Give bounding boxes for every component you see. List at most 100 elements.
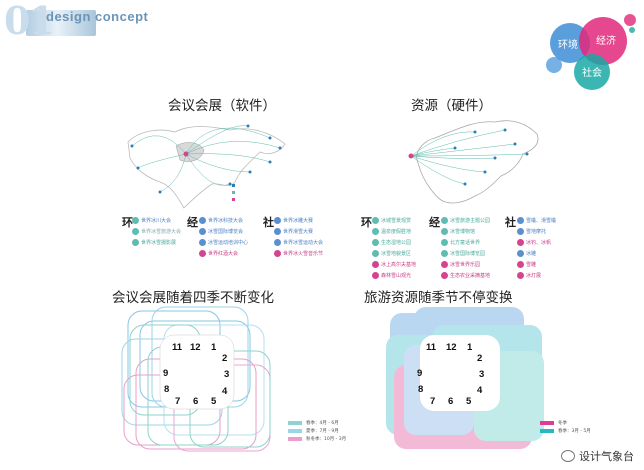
econ-bubble-label: 经济 (596, 36, 616, 47)
coin-icon (441, 250, 448, 257)
clock-number: 7 (430, 396, 436, 407)
legend-swatch (540, 421, 554, 425)
res-soc-item: 雪雕 (517, 261, 536, 268)
soc-bubble (574, 54, 610, 90)
conference-title: 会议会展（软件） (168, 98, 276, 114)
econ-bubble (579, 17, 627, 65)
coin-icon (441, 217, 448, 224)
watermark: 设计气象台 (561, 448, 634, 464)
people-icon (274, 239, 281, 246)
small-bubble-3 (629, 27, 635, 33)
legend-swatch (540, 429, 554, 433)
clock-number: 6 (448, 396, 454, 407)
res-econ-item: 冰雪博物馆 (441, 228, 475, 235)
leaf-icon (132, 239, 139, 246)
legend-swatch (288, 429, 302, 433)
clock-number: 11 (426, 342, 437, 353)
clock-number: 8 (418, 384, 424, 395)
coin-icon (441, 261, 448, 268)
clock-number: 11 (172, 342, 183, 353)
conf-env-item: 世界冰川大会 (132, 217, 171, 224)
res-soc-item: 冰灯展 (517, 272, 541, 279)
clock-number: 9 (417, 368, 423, 379)
res-econ-item: 冰雪国际博览园 (441, 250, 485, 257)
coin-icon (441, 228, 448, 235)
resource-env-label: 环 (361, 216, 372, 229)
clock-number: 6 (193, 396, 199, 407)
res-econ-item: 冰雪世界乐园 (441, 261, 480, 268)
clock-number: 4 (222, 386, 228, 397)
leaf-icon (372, 272, 379, 279)
res-econ-item: 冰雪旅游主题公园 (441, 217, 490, 224)
clock-number: 2 (477, 353, 483, 364)
coin-icon (441, 239, 448, 246)
leaf-icon (132, 217, 139, 224)
res-env-item: 森林雪山观光 (372, 272, 411, 279)
legend-row: 夏季：7月 - 9月 (288, 428, 339, 434)
res-env-item: 生态湿地公园 (372, 239, 411, 246)
header-title: design concept (46, 9, 149, 24)
leaf-icon (372, 228, 379, 235)
res-econ-item: 北方童话世界 (441, 239, 480, 246)
leaf-icon (372, 239, 379, 246)
resources-season-diagram (386, 307, 544, 449)
concept-bubbles (546, 14, 636, 90)
coin-icon (199, 217, 206, 224)
conf-soc-item: 世界滑雪大赛 (274, 228, 313, 235)
conf-soc-item: 世界冰雪运动大会 (274, 239, 323, 246)
legend-row: 春季：3月 - 5月 (540, 428, 591, 434)
conference-soc-label: 社 (263, 216, 274, 229)
legend-row: 春季：4月 - 6月 (288, 420, 339, 426)
people-icon (274, 228, 281, 235)
res-env-item: 冰上高尔夫基地 (372, 261, 416, 268)
res-soc-item: 冰钓、冰帆 (517, 239, 551, 246)
res-env-item: 冰雪地貌景区 (372, 250, 411, 257)
resources-seasons-title: 旅游资源随季节不停变换 (364, 290, 513, 306)
res-econ-item: 生态农业采摘基地 (441, 272, 490, 279)
coin-icon (199, 250, 206, 257)
resources-title: 资源（硬件） (411, 98, 492, 114)
conf-econ-item: 冰雪国际博览会 (199, 228, 243, 235)
small-bubble-1 (624, 14, 636, 26)
clock-number: 9 (163, 368, 169, 379)
conf-env-item: 世界冰雪摄影展 (132, 239, 176, 246)
resource-soc-label: 社 (505, 216, 516, 229)
env-bubble (550, 23, 590, 63)
conf-env-item: 世界冰雪旅游大会 (132, 228, 181, 235)
coin-icon (441, 272, 448, 279)
clock-number: 2 (222, 353, 228, 364)
res-env-item: 冰城雪景观赏 (372, 217, 411, 224)
conference-econ-label: 经 (187, 216, 198, 229)
res-soc-item: 冰雕 (517, 250, 536, 257)
clock-number: 4 (477, 385, 483, 396)
coin-icon (199, 228, 206, 235)
res-soc-item: 雪橇、滑雪橇 (517, 217, 556, 224)
conf-soc-item: 世界冰火雪音乐节 (274, 250, 323, 257)
conf-econ-item: 世界红酒大会 (199, 250, 238, 257)
legend-swatch (288, 437, 302, 441)
soc-bubble-label: 社会 (582, 68, 602, 79)
resources-map (408, 120, 539, 204)
leaf-icon (372, 217, 379, 224)
legend-row: 冬季 (540, 420, 567, 426)
clock-number: 12 (446, 342, 457, 353)
wechat-icon (561, 450, 575, 462)
clock-number: 5 (211, 396, 217, 407)
conference-map (127, 124, 286, 209)
clock-number: 1 (467, 342, 473, 353)
watermark-text: 设计气象台 (579, 450, 634, 463)
header-photo (26, 10, 96, 36)
env-bubble-label: 环境 (558, 40, 578, 51)
clock-number: 1 (211, 342, 217, 353)
conf-econ-item: 世界冰科技大会 (199, 217, 243, 224)
people-icon (517, 272, 524, 279)
legend-swatch (288, 421, 302, 425)
leaf-icon (132, 228, 139, 235)
clock-number: 3 (224, 369, 230, 380)
resource-econ-label: 经 (429, 216, 440, 229)
people-icon (517, 239, 524, 246)
conference-season-diagram (121, 306, 271, 452)
conf-soc-item: 世界冰雕大赛 (274, 217, 313, 224)
people-icon (274, 217, 281, 224)
conf-econ-item: 冰雪运动培训中心 (199, 239, 248, 246)
